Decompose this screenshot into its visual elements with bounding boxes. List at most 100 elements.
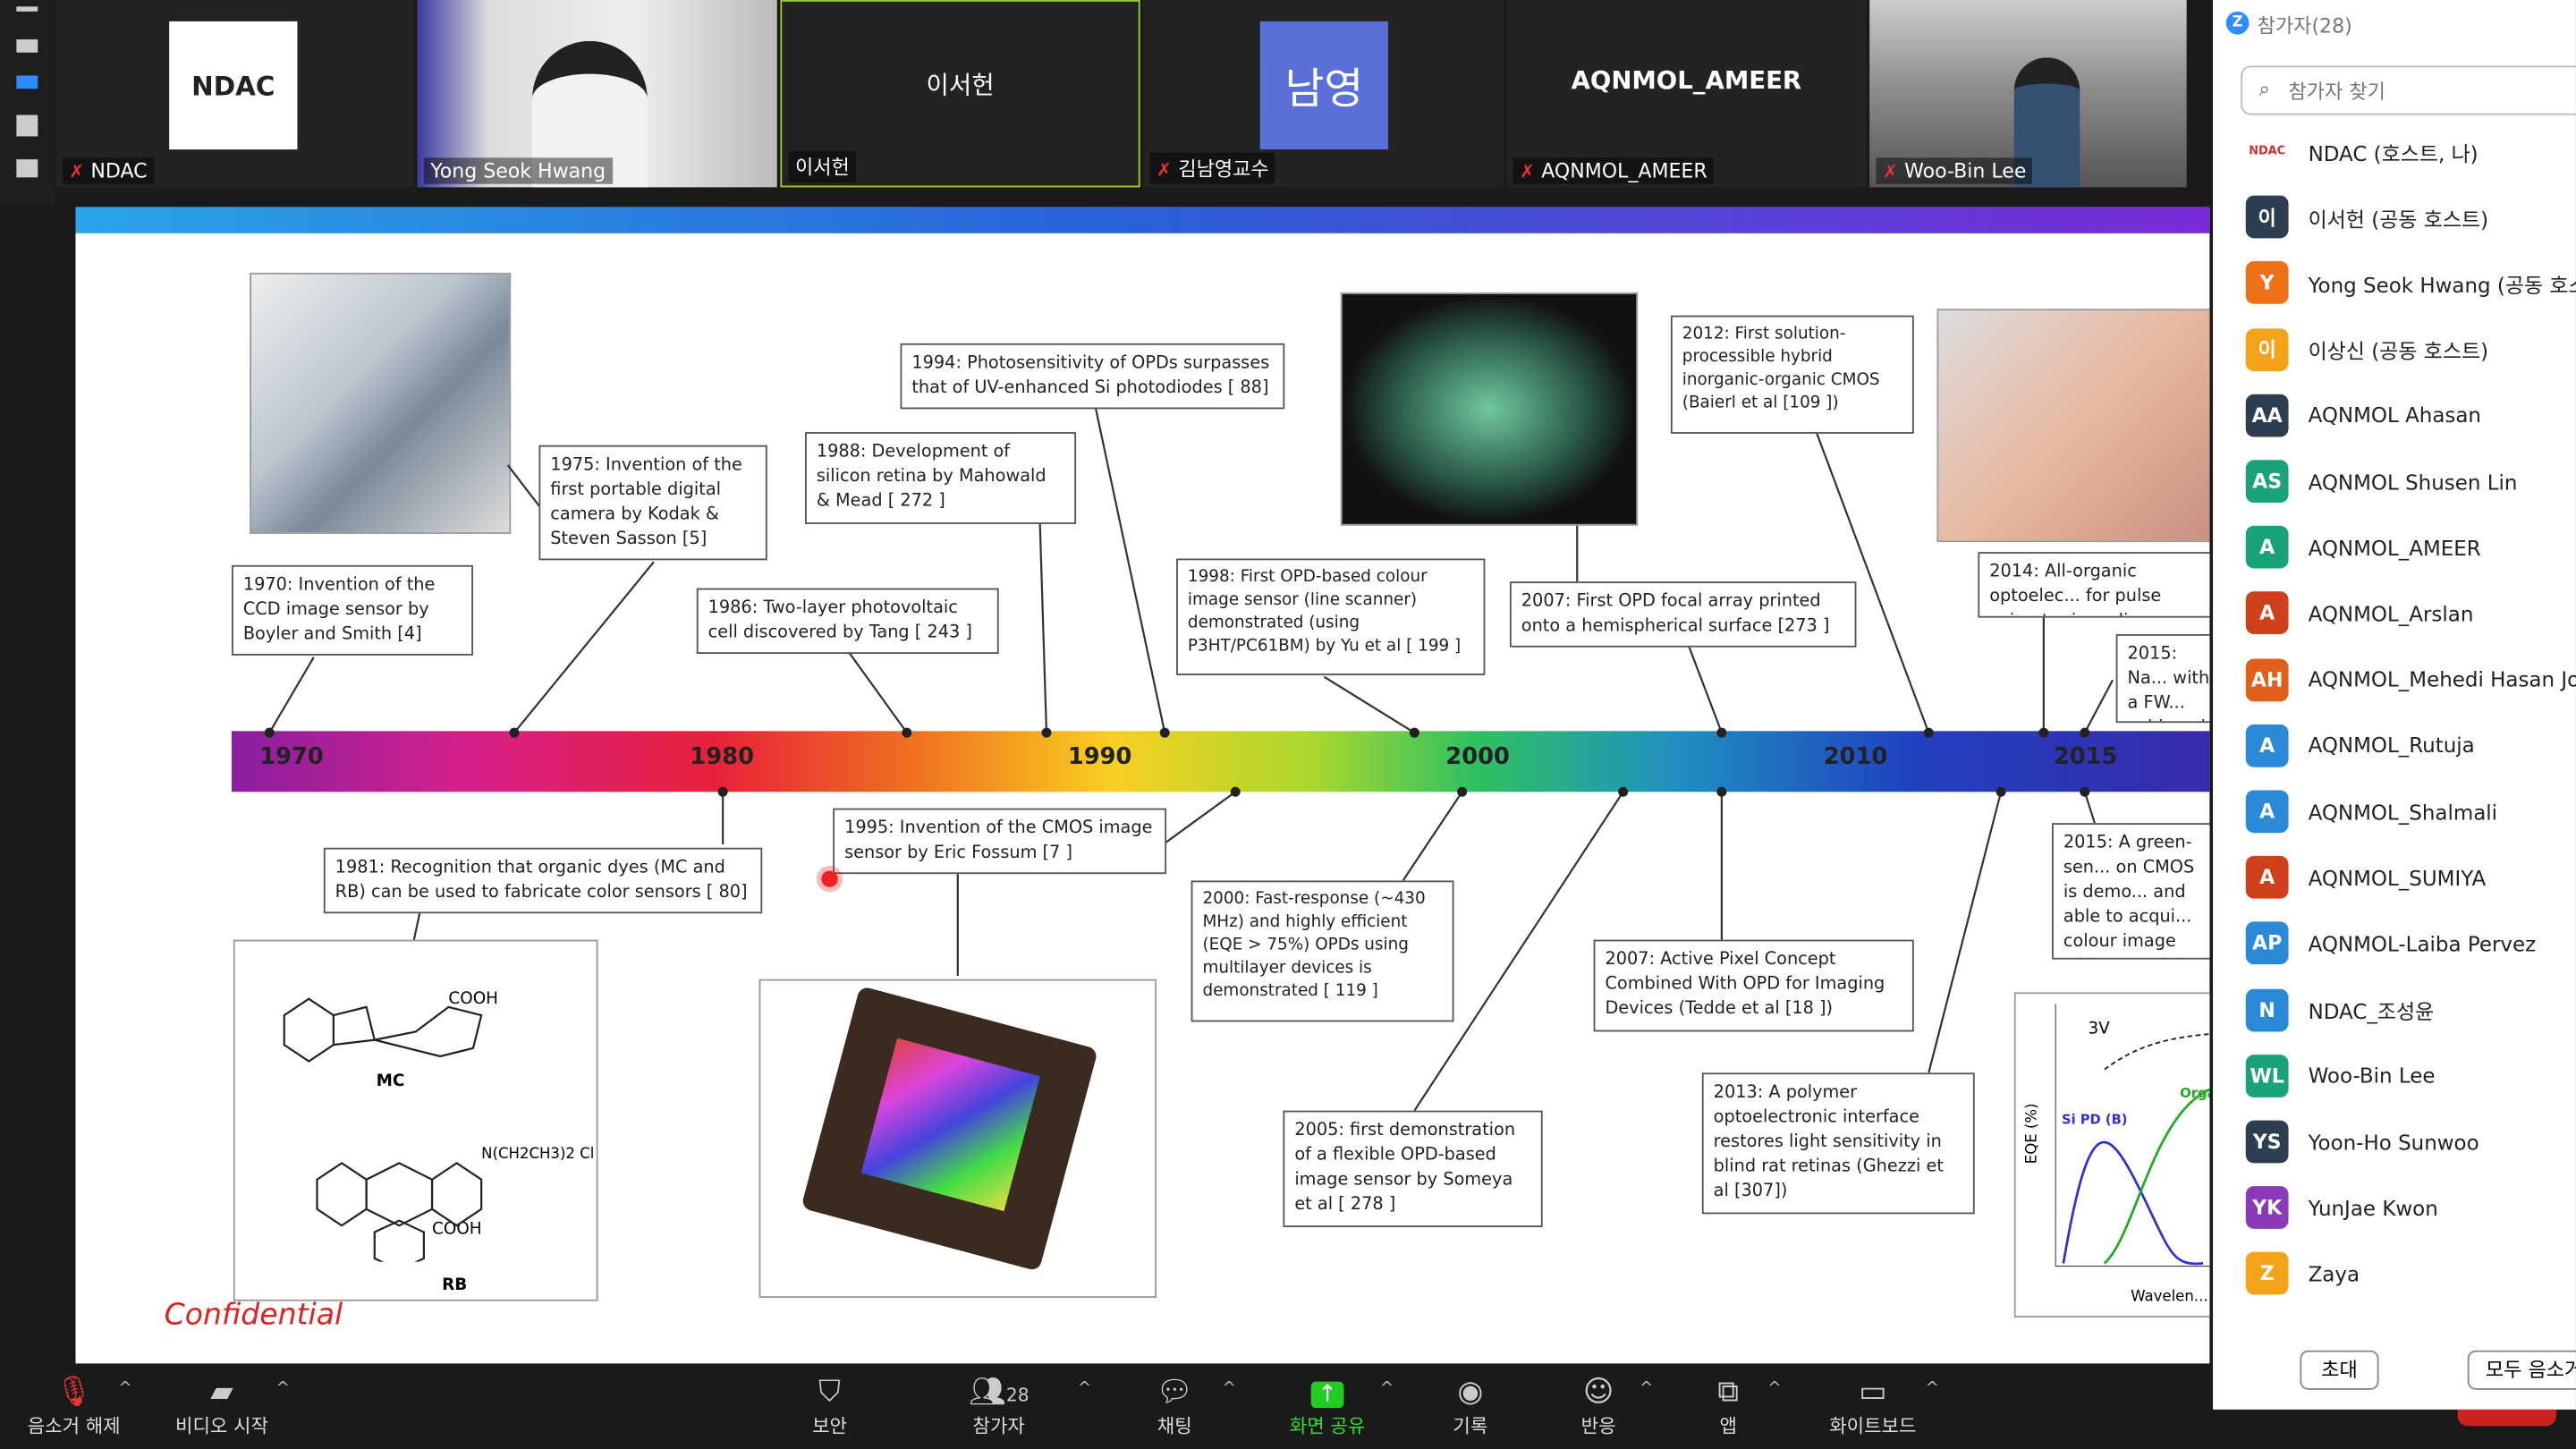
reactions-caret[interactable]: ^ [1640,1379,1654,1399]
event-2007-active-pixel: 2007: Active Pixel Concept Combined With… [1593,939,1914,1032]
avatar: 이 [2245,195,2289,239]
share-screen-button[interactable]: ↑화면 공유 [1278,1373,1377,1438]
gallery-strip-icon[interactable] [16,75,38,89]
muted-mic-icon: ✗ [1157,159,1172,182]
cmos-chip-image [758,979,1157,1298]
event-1981: 1981: Recognition that organic dyes (MC … [323,847,763,914]
avatar: WL [2245,1054,2289,1097]
kodak-camera-image [250,272,512,534]
tile-name: Woo-Bin Lee [1904,159,2027,182]
avatar: N [2245,987,2289,1031]
muted-mic-icon: ✗ [1882,160,1898,182]
participant-search-input[interactable]: ⌕ 참가자 찾기 [2241,65,2576,115]
avatar: A [2245,856,2289,900]
event-2015-b: 2015: A green-sen... on CMOS is demo... … [2052,823,2210,960]
participant-row[interactable]: A AQNMOL_SUMIYA [2245,854,2487,900]
grid-icon[interactable] [16,114,38,137]
rb-label: RB [442,1276,468,1295]
mute-all-button[interactable]: 모두 음소거 [2467,1350,2576,1390]
participant-row[interactable]: NDAC NDAC (호스트, 나) [2245,128,2479,174]
event-1988: 1988: Development of silicon retina by M… [804,432,1077,524]
zoom-logo-icon: Z [2225,11,2250,35]
chart-label: Si PD (B) [2062,1112,2128,1127]
apps-button[interactable]: ⧉앱 [1695,1373,1760,1438]
participant-name: 이상신 (공동 호스트) [2308,338,2489,364]
reactions-button[interactable]: ☺ 반응 [1565,1373,1631,1438]
video-tile-woo-bin-lee[interactable]: ✗ Woo-Bin Lee [1869,0,2187,188]
avatar: AP [2245,922,2289,965]
toolbar-label: 비디오 시작 [175,1414,268,1438]
year-label: 2015 [2053,744,2118,771]
tile-name: Yong Seok Hwang [430,159,606,182]
apps-caret[interactable]: ^ [1767,1379,1782,1399]
video-tile-kim[interactable]: 남영 ✗ 김남영교수 [1143,0,1504,188]
chat-caret[interactable]: ^ [1222,1379,1236,1399]
tile-name: 이서헌 [794,156,850,180]
event-2014: 2014: All-organic optoelec... for pulse … [1978,552,2210,618]
participant-name: NDAC (호스트, 나) [2308,140,2479,165]
participant-name: YunJae Kwon [2308,1195,2438,1221]
share-caret[interactable]: ^ [1379,1379,1394,1399]
unmute-button[interactable]: 🎙︎음소거 해제 [16,1373,131,1438]
toolbar-label: 채팅 [1157,1414,1192,1438]
avatar: A [2245,526,2289,569]
participants-caret[interactable]: ^ [1077,1379,1092,1399]
video-tile-ameer[interactable]: AQNMOL_AMEER ✗AQNMOL_AMEER [1506,0,1867,188]
whiteboard-button[interactable]: ▭화이트보드 [1816,1373,1931,1438]
chart-curves [2055,1004,2210,1267]
tile-name: 김남영교수 [1178,157,1269,182]
record-button[interactable]: ◉기록 [1437,1373,1503,1438]
participant-name: AQNMOL_SUMIYA [2308,865,2487,890]
year-label: 1970 [259,744,324,771]
chat-button[interactable]: 💬︎채팅 [1142,1373,1208,1438]
minimize-icon[interactable] [16,6,38,12]
avatar: 남영 [1259,21,1389,150]
video-tile-yong-seok-hwang[interactable]: Yong Seok Hwang [417,0,777,188]
participant-name: Yong Seok Hwang (공동 호스트) [2308,272,2576,298]
video-tile-active-speaker[interactable]: 이서헌 이서헌 [780,0,1140,188]
event-2013: 2013: A polymer optoelectronic interface… [1701,1072,1975,1215]
view-toolbar [0,0,56,206]
security-button[interactable]: ⛉보안 [797,1373,862,1438]
speaker-view-icon[interactable] [16,39,38,53]
audio-options-caret[interactable]: ^ [118,1379,132,1399]
avatar: A [2245,724,2289,767]
layout-icon[interactable] [16,159,38,178]
mc-label: MC [376,1072,405,1091]
toolbar-label: 반응 [1580,1414,1616,1438]
participant-name: AQNMOL Ahasan [2308,402,2481,428]
invite-button[interactable]: 초대 [2300,1350,2379,1390]
avatar: NDAC [2245,130,2289,173]
participant-name: AQNMOL_Arslan [2308,601,2474,626]
year-label: 1990 [1067,744,1132,771]
event-1998: 1998: First OPD-based colour image senso… [1176,558,1486,675]
whiteboard-caret[interactable]: ^ [1925,1379,1940,1399]
video-tile-ndac[interactable]: NDAC ✗NDAC [55,0,414,188]
start-video-button[interactable]: ▰비디오 시작 [165,1373,280,1438]
dye-structures-image: MC COOH N(CH2CH3)2 Cl COOH RB [233,939,598,1301]
video-options-caret[interactable]: ^ [275,1379,290,1399]
tile-name: NDAC [90,159,148,182]
event-2015-a: 2015: Na... with a FW... achieved [2115,633,2210,724]
leave-button-edge[interactable] [2457,1409,2556,1427]
smiley-icon: ☺ [1582,1375,1614,1410]
muted-mic-icon: ✗ [1519,160,1535,182]
